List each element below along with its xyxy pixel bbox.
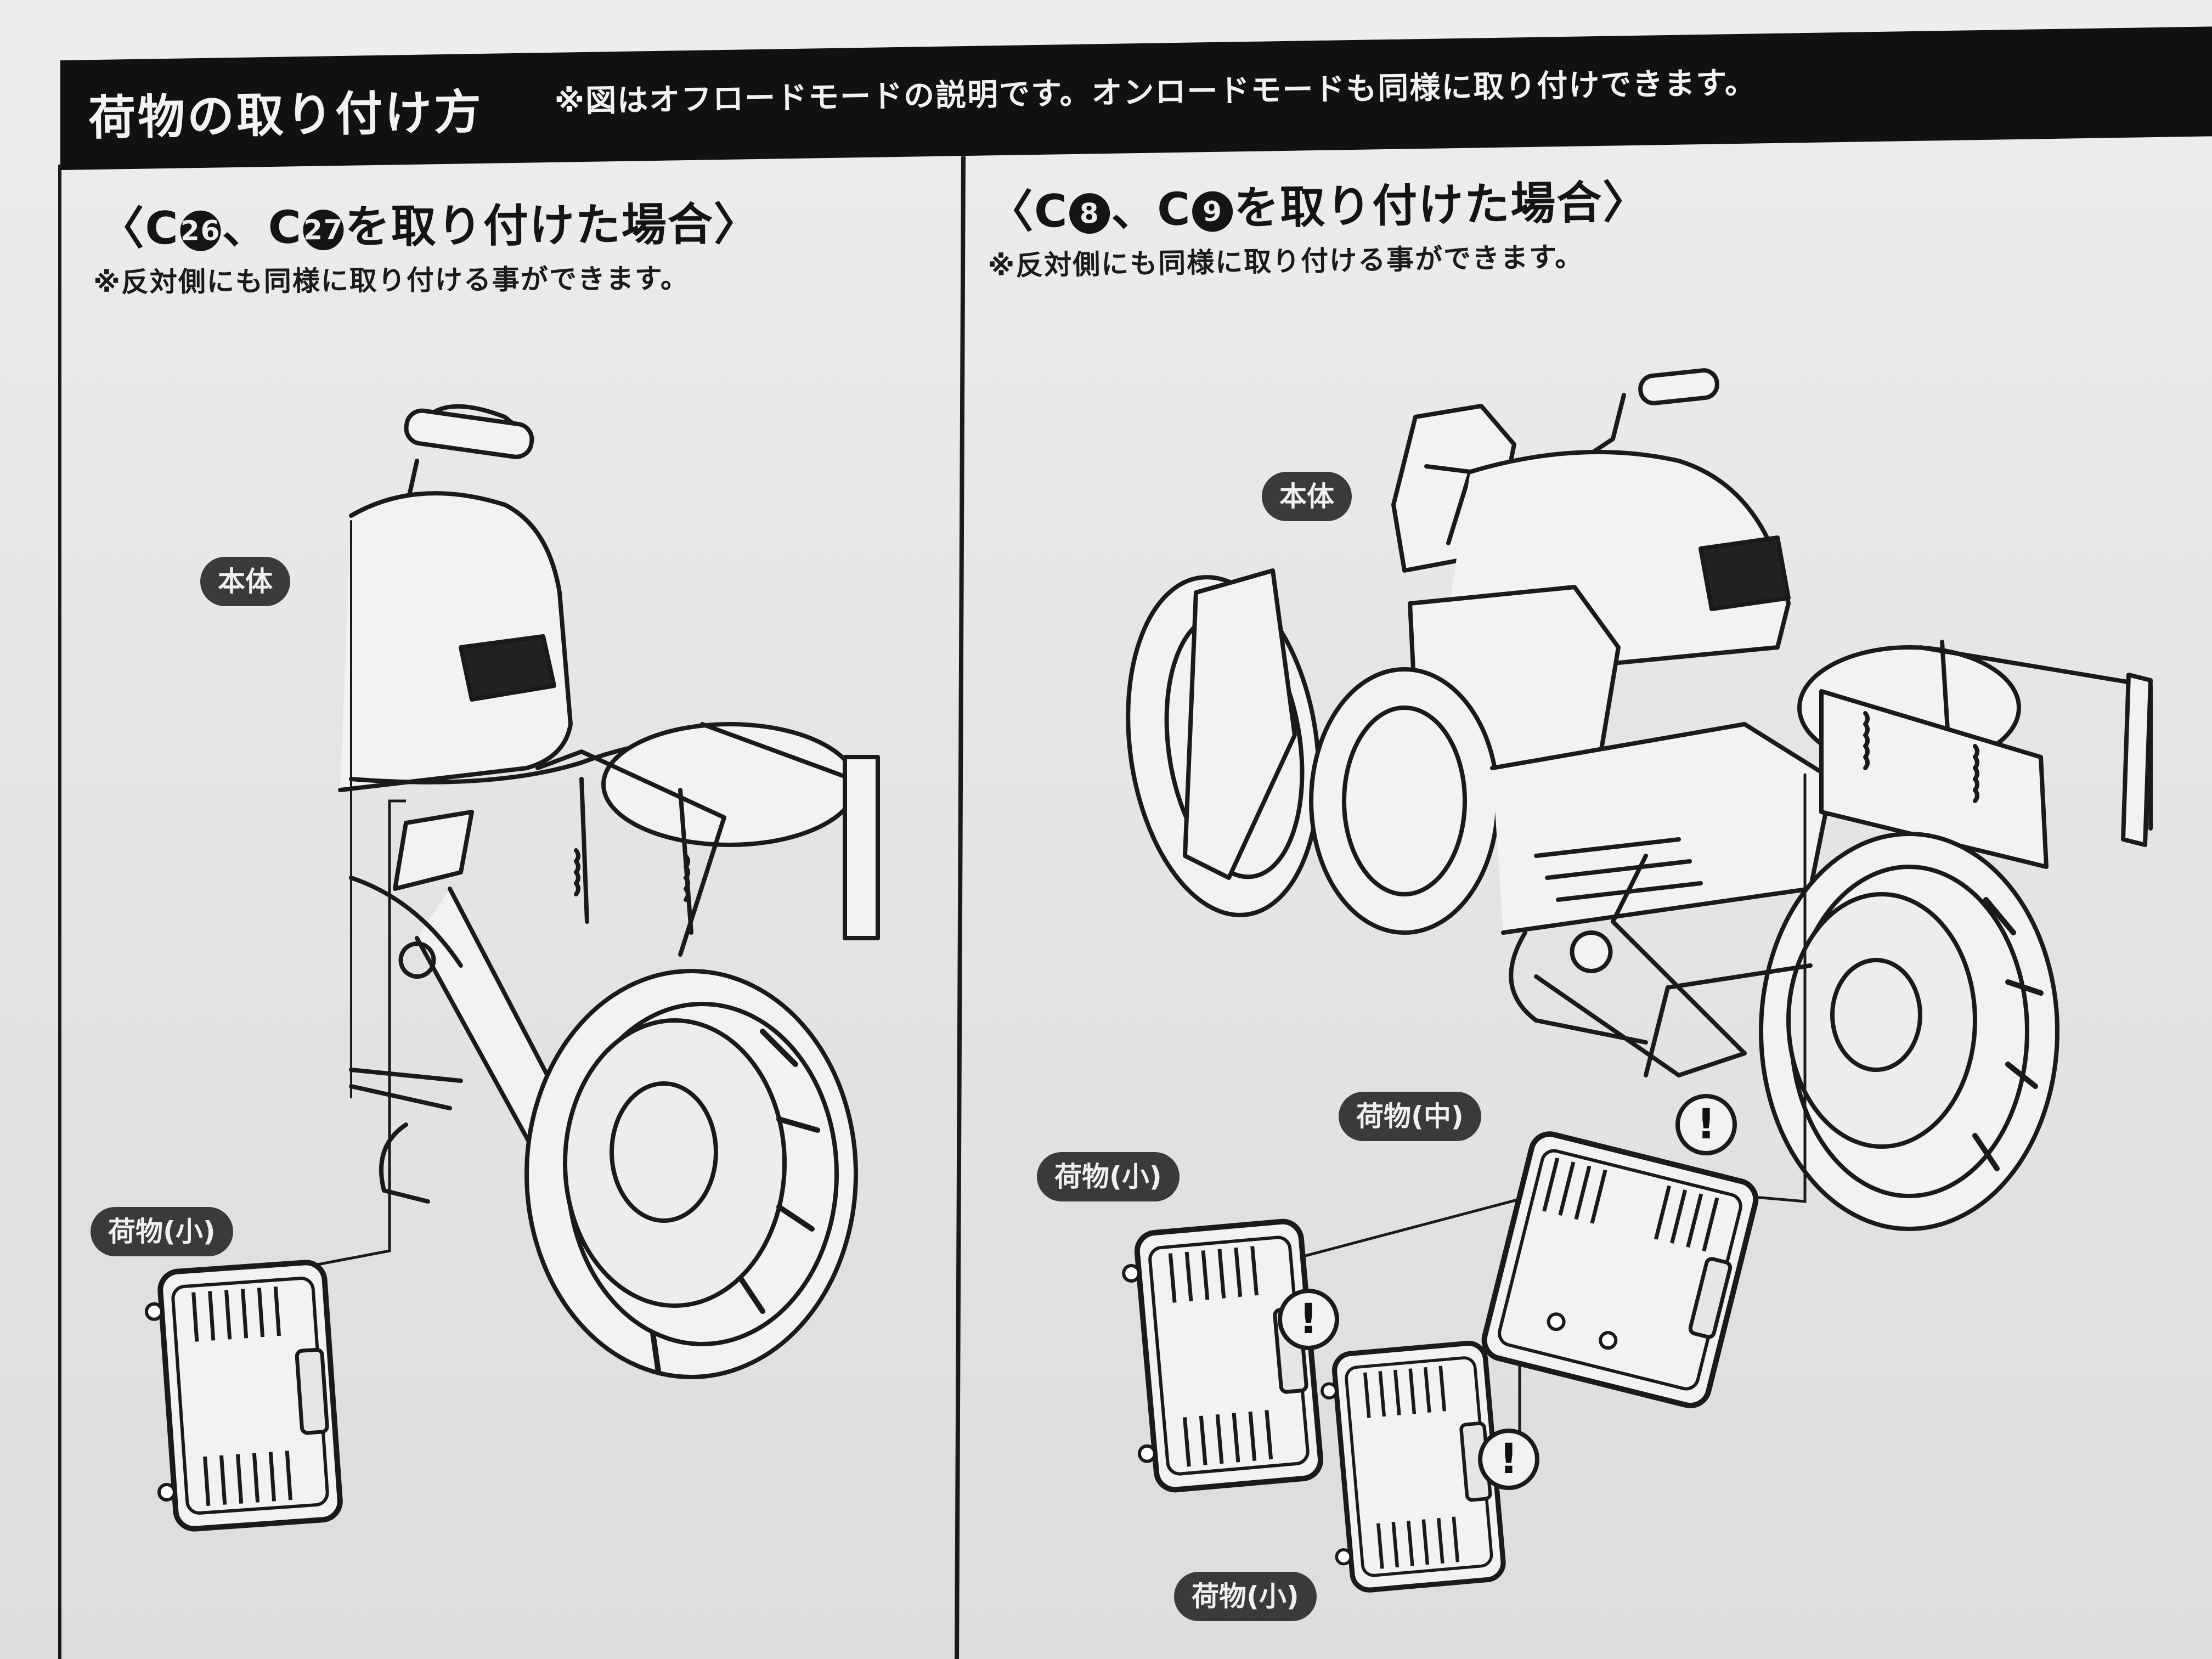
left-bike-illustration <box>338 404 880 1379</box>
alert-mark: ! <box>1697 1099 1716 1148</box>
right-cargo-case-medium <box>1481 1131 1759 1408</box>
label-body-right: 本体 <box>1262 472 1352 521</box>
frame-left-border <box>58 165 61 1659</box>
label-cargo-small-bottom: 荷物(小) <box>1174 1572 1317 1621</box>
right-bike-illustration <box>1126 368 2153 1231</box>
alert-icon: ! <box>1480 1431 1537 1488</box>
right-cargo-case-small-bottom <box>1319 1342 1504 1593</box>
alert-mark: ! <box>1499 1434 1519 1483</box>
label-cargo-small-top: 荷物(小) <box>1037 1152 1180 1201</box>
left-cargo-case-small <box>144 1261 341 1531</box>
alert-mark: ! <box>1299 1294 1318 1343</box>
label-cargo-small-left: 荷物(小) <box>91 1207 233 1256</box>
label-body-left: 本体 <box>200 557 290 606</box>
alert-icon: ! <box>1678 1096 1735 1153</box>
right-cargo-case-small-top <box>1120 1220 1322 1493</box>
label-cargo-medium: 荷物(中) <box>1339 1092 1481 1141</box>
alert-icon: ! <box>1280 1291 1337 1348</box>
